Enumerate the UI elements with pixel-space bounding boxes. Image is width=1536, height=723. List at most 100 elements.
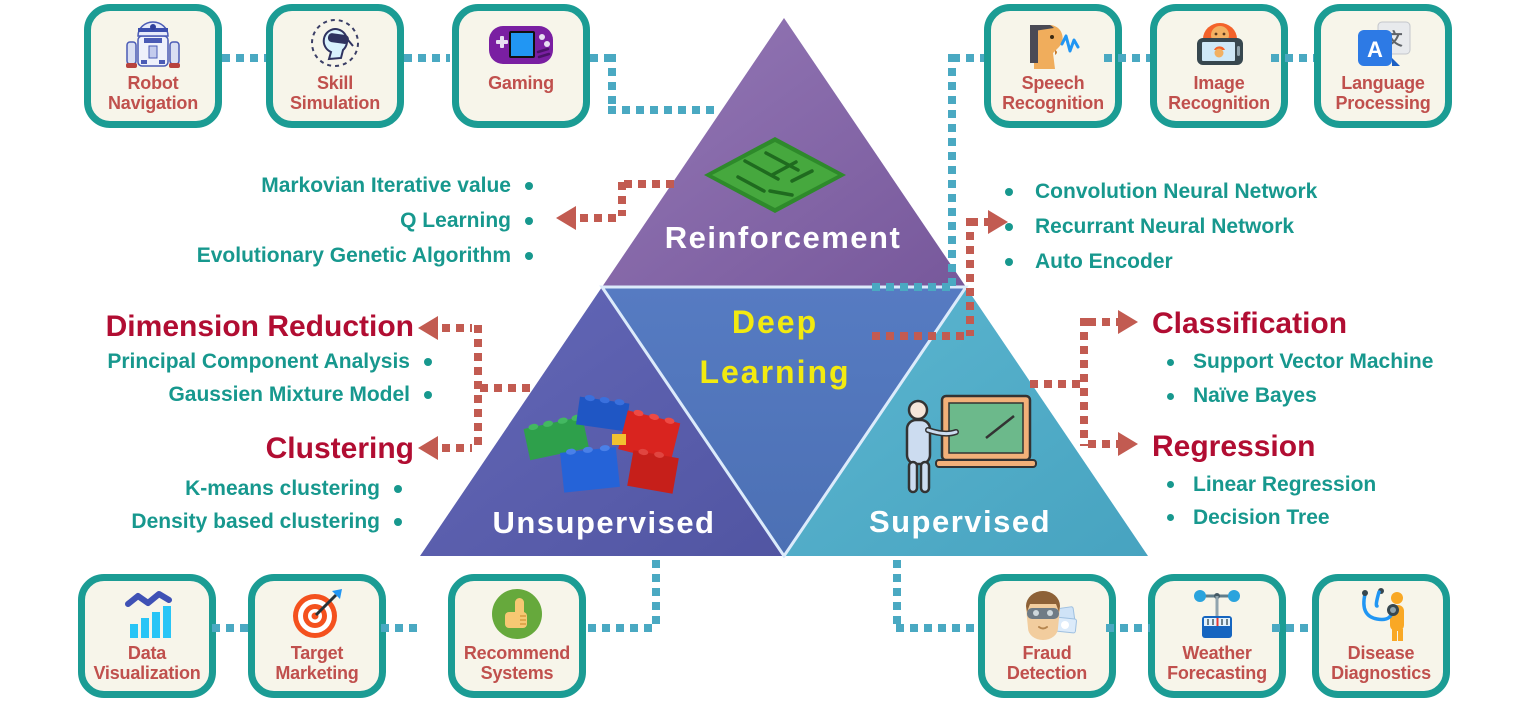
list-item: Naïve Bayes xyxy=(1167,379,1527,413)
connector-dotted xyxy=(474,325,482,451)
svg-text:A: A xyxy=(1367,37,1383,62)
list-item: Evolutionary Genetic Algorithm xyxy=(135,238,533,273)
connector-dotted xyxy=(966,218,974,336)
list-item: K-means clustering xyxy=(58,472,402,505)
connector-dotted xyxy=(1106,624,1150,632)
app-card-label: Image Recognition xyxy=(1168,73,1270,114)
list-item: Linear Regression xyxy=(1167,468,1527,501)
thumbs-up-icon xyxy=(490,587,544,641)
app-card-recommend-systems: Recommend Systems xyxy=(448,574,586,698)
app-card-label: Recommend Systems xyxy=(463,643,571,684)
arrowhead-right xyxy=(1118,432,1138,456)
dartboard-icon xyxy=(288,587,346,641)
vr-headset-icon xyxy=(306,17,364,71)
connector-dotted xyxy=(222,54,266,62)
bullet-dot xyxy=(1167,358,1174,366)
app-card-label: Language Processing xyxy=(1335,73,1431,114)
classification-heading: Classification xyxy=(1152,307,1348,340)
bullet-dot xyxy=(1005,187,1013,196)
list-item: Auto Encoder xyxy=(1005,244,1465,279)
list-item: Density based clustering xyxy=(58,505,402,538)
connector-dotted xyxy=(1030,380,1084,388)
masked-fraudster-icon xyxy=(1016,587,1078,641)
list-item: Decision Tree xyxy=(1167,501,1527,534)
bullet-dot xyxy=(424,390,432,399)
bullet-dot xyxy=(1167,392,1174,400)
app-card-robot-navigation: Robot Navigation xyxy=(84,4,222,128)
stethoscope-icon xyxy=(1351,587,1411,641)
deep-learning-line2: Learning xyxy=(699,354,851,390)
connector-dotted xyxy=(1080,318,1088,446)
unsupervised-label: Unsupervised xyxy=(492,505,716,540)
connector-dotted xyxy=(608,54,616,110)
list-item: Q Learning xyxy=(135,203,533,238)
classification-list: Support Vector Machine Naïve Bayes xyxy=(1167,345,1527,413)
connector-dotted xyxy=(588,624,658,632)
connector-dotted xyxy=(618,182,626,216)
app-card-label: Gaming xyxy=(488,73,554,93)
anemometer-icon xyxy=(1189,587,1245,641)
list-item: Principal Component Analysis xyxy=(58,345,432,378)
app-card-data-visualization: Data Visualization xyxy=(78,574,216,698)
connector-dotted xyxy=(1088,440,1118,448)
list-item: Recurrant Neural Network xyxy=(1005,209,1465,244)
bullet-dot xyxy=(525,216,533,225)
list-item: Convolution Neural Network xyxy=(1005,174,1465,209)
connector-dotted xyxy=(1272,624,1312,632)
connector-dotted xyxy=(948,54,956,286)
connector-dotted xyxy=(970,218,988,226)
connector-dotted xyxy=(442,324,472,332)
app-card-gaming: Gaming xyxy=(452,4,590,128)
connector-dotted xyxy=(608,106,716,114)
supervised-label: Supervised xyxy=(868,504,1052,539)
reinforcement-label: Reinforcement xyxy=(664,220,902,255)
lego-bricks-icon xyxy=(523,394,681,494)
phone-face-icon xyxy=(1187,17,1251,71)
bullet-dot xyxy=(394,484,402,493)
app-card-weather-forecasting: Weather Forecasting xyxy=(1148,574,1286,698)
app-card-label: Target Marketing xyxy=(275,643,359,684)
app-card-label: Skill Simulation xyxy=(289,73,380,114)
robot-icon xyxy=(123,17,183,71)
app-card-label: Fraud Detection xyxy=(1006,643,1088,684)
dimension-reduction-list: Principal Component Analysis Gaussien Mi… xyxy=(58,345,432,411)
translate-icon: 文 A xyxy=(1354,17,1412,71)
clustering-heading: Clustering xyxy=(265,432,414,465)
app-card-skill-simulation: Skill Simulation xyxy=(266,4,404,128)
connector-dotted xyxy=(381,624,423,632)
regression-heading: Regression xyxy=(1152,430,1316,463)
connector-dotted xyxy=(212,624,250,632)
connector-dotted xyxy=(1104,54,1150,62)
app-card-label: Robot Navigation xyxy=(107,73,198,114)
bullet-dot xyxy=(525,251,533,260)
app-card-label: Data Visualization xyxy=(93,643,201,684)
bullet-dot xyxy=(1167,481,1174,488)
connector-dotted xyxy=(404,54,450,62)
arrowhead-left xyxy=(556,206,576,230)
connector-dotted xyxy=(896,624,978,632)
app-card-fraud-detection: Fraud Detection xyxy=(978,574,1116,698)
pyramid-section-deep-learning xyxy=(599,285,969,558)
app-card-language-processing: 文 A Language Processing xyxy=(1314,4,1452,128)
bullet-dot xyxy=(1005,222,1013,231)
connector-dotted xyxy=(624,180,680,188)
list-item: Markovian Iterative value xyxy=(135,168,533,203)
app-card-label: Disease Diagnostics xyxy=(1331,643,1431,684)
bullet-dot xyxy=(1005,257,1013,266)
arrowhead-left xyxy=(418,316,438,340)
arrowhead-left xyxy=(418,436,438,460)
regression-list: Linear Regression Decision Tree xyxy=(1167,468,1527,534)
connector-dotted xyxy=(580,214,618,222)
app-card-label: Speech Recognition xyxy=(1002,73,1104,114)
connector-dotted xyxy=(480,384,534,392)
arrowhead-right xyxy=(988,210,1008,234)
list-item: Gaussien Mixture Model xyxy=(58,378,432,411)
connector-dotted xyxy=(872,332,968,340)
bullet-dot xyxy=(424,357,432,366)
connector-dotted xyxy=(872,283,950,291)
clustering-list: K-means clustering Density based cluster… xyxy=(58,472,402,538)
deep-learning-technique-list: Convolution Neural Network Recurrant Neu… xyxy=(1005,174,1465,279)
connector-dotted xyxy=(1271,54,1314,62)
bullet-dot xyxy=(525,181,533,190)
